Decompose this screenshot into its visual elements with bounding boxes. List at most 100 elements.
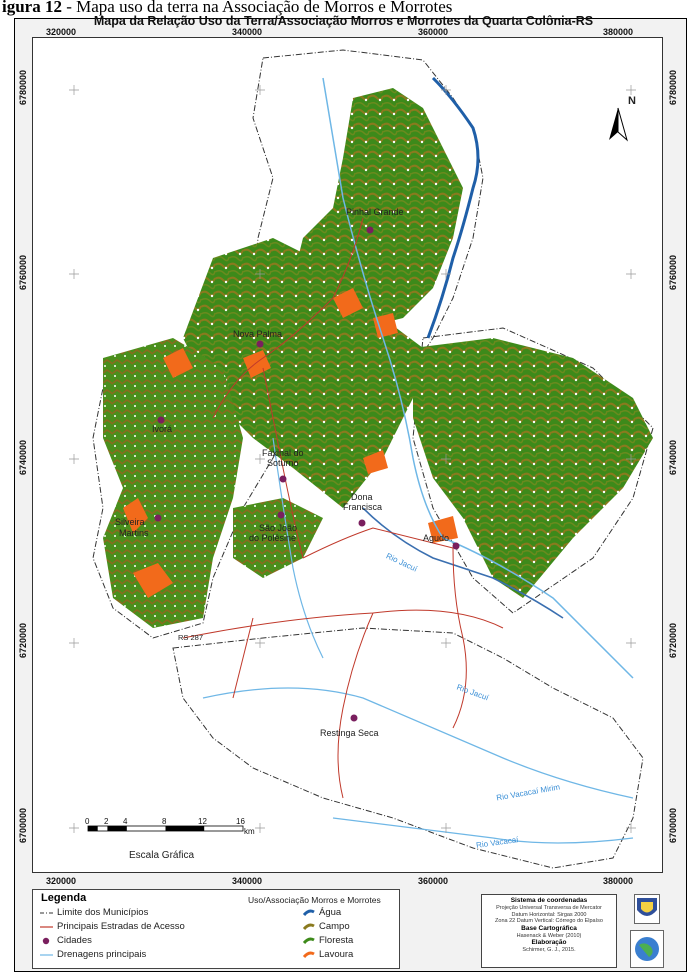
legend-uso-title: Uso/Associação Morros e Morrotes — [248, 895, 381, 905]
x-tick-bottom: 360000 — [418, 876, 449, 886]
legend-item-lavoura: Lavoura — [303, 949, 353, 960]
place-label: Nova Palma — [233, 329, 283, 339]
road — [302, 527, 454, 559]
lavoura-patch — [133, 563, 173, 598]
place-label: São João — [259, 523, 298, 533]
dashed-boundary-icon — [40, 912, 53, 913]
place-label: Faxinal do — [262, 448, 304, 458]
coord-line: Hasenack & Weber (2010) — [516, 932, 582, 939]
y-tick-left: 6780000 — [18, 70, 28, 106]
y-tick-right: 6760000 — [668, 255, 678, 291]
coord-heading: Elaboração — [531, 939, 567, 946]
y-tick-left: 6700000 — [18, 808, 28, 844]
legend-item-limite: Limite dos Municípios — [39, 907, 148, 918]
legend-label: Campo — [319, 921, 350, 932]
municipal-limit-east — [412, 327, 654, 614]
city-dot-icon — [42, 937, 50, 944]
legend-item-floresta: Floresta — [303, 935, 353, 946]
drainage-line-icon — [40, 953, 53, 956]
legend-label: Lavoura — [319, 949, 354, 960]
coord-heading: Base Cartográfica — [521, 924, 577, 932]
city-silveira-martins — [154, 514, 162, 522]
scale-bar — [87, 825, 244, 832]
land-use-west — [103, 338, 243, 628]
place-label: Pinhal Grande — [346, 207, 404, 217]
globe-icon — [635, 937, 659, 961]
figure-caption: igura 12 - Mapa uso da terra na Associaç… — [0, 0, 687, 17]
road — [232, 617, 254, 699]
scale-tick: 4 — [123, 817, 128, 826]
place-label: Dona — [351, 492, 373, 502]
shield-icon — [637, 898, 657, 916]
city-ivora — [157, 416, 165, 424]
lavoura-patch — [373, 313, 398, 338]
scale-tick: 2 — [104, 817, 109, 826]
y-tick-right: 6740000 — [668, 440, 678, 476]
road — [452, 547, 467, 729]
legend-label: Floresta — [319, 935, 354, 946]
crop-swatch-icon — [303, 951, 315, 959]
coord-heading: Sistema de coordenadas — [510, 897, 588, 904]
legend-item-cidades: Cidades — [39, 935, 92, 946]
x-tick-top: 380000 — [603, 27, 634, 37]
y-tick-right: 6780000 — [668, 70, 678, 106]
field-swatch-icon — [303, 923, 315, 931]
forest-swatch-icon — [303, 937, 315, 945]
drainage-main — [322, 77, 634, 679]
scale-tick: 8 — [162, 817, 167, 826]
north-arrow-icon — [609, 107, 628, 142]
place-label: Soturno — [267, 458, 299, 468]
x-tick-top: 320000 — [46, 27, 77, 37]
place-label: Silveira — [115, 517, 145, 527]
x-tick-bottom: 340000 — [232, 876, 263, 886]
north-label: N — [628, 95, 636, 107]
land-use-central — [183, 238, 423, 508]
lavoura-patch — [123, 498, 148, 533]
x-tick-bottom: 380000 — [603, 876, 634, 886]
grid-crosses — [69, 85, 636, 833]
legend-item-campo: Campo — [303, 921, 350, 932]
land-use-south-central — [233, 498, 323, 578]
scale-caption: Escala Gráfica — [129, 850, 195, 861]
legend-item-estradas: Principais Estradas de Acesso — [39, 921, 185, 932]
place-label: Francisca — [343, 502, 383, 512]
university-seal-logo — [634, 894, 660, 924]
lavoura-patch — [163, 348, 193, 378]
city-dona-francisca — [358, 519, 366, 527]
coord-line: Schirmer, G. J., 2015. — [522, 947, 576, 953]
place-label: Agudo — [423, 533, 450, 543]
city-faxinal — [279, 475, 287, 483]
drainage-vacacai-mirim — [202, 687, 634, 799]
caption-prefix: igura 12 — [2, 0, 62, 16]
place-label: Restinga Seca — [320, 728, 379, 738]
caption-text: - Mapa uso da terra na Associação de Mor… — [61, 0, 453, 16]
city-sao-joao — [277, 511, 285, 519]
road-label: RS 287 — [178, 633, 204, 642]
x-tick-bottom: 320000 — [46, 876, 77, 886]
road-line-icon — [40, 925, 53, 928]
x-tick-top: 340000 — [232, 27, 263, 37]
water-swatch-icon — [303, 909, 315, 917]
scale-tick: 16 — [236, 817, 245, 826]
legend-label: Principais Estradas de Acesso — [57, 921, 185, 932]
lab-logo — [630, 930, 664, 968]
place-label: Ivorá — [152, 424, 173, 434]
place-label: Martins — [119, 528, 149, 538]
map-title: Mapa da Relação Uso da Terra/Associação … — [93, 14, 594, 28]
lavoura-patch — [363, 450, 388, 474]
lavoura-patch — [428, 516, 458, 543]
city-agudo — [452, 542, 460, 550]
municipal-limit-north — [252, 49, 484, 399]
land-use-north — [293, 88, 463, 328]
legend-item-agua: Água — [303, 907, 341, 918]
legend: Legenda Limite dos Municípios Principais… — [32, 889, 400, 969]
y-tick-right: 6700000 — [668, 808, 678, 844]
map-area[interactable]: N Pinhal Grande Nova Palma Ivorá Faxinal… — [32, 37, 663, 873]
drainage-west — [272, 437, 324, 659]
legend-item-drenagens: Drenagens principais — [39, 949, 146, 960]
legend-title: Legenda — [41, 892, 87, 904]
drainage-vacacai — [332, 817, 634, 844]
road — [212, 217, 364, 419]
municipal-limit-south — [172, 627, 644, 869]
road — [262, 367, 304, 559]
